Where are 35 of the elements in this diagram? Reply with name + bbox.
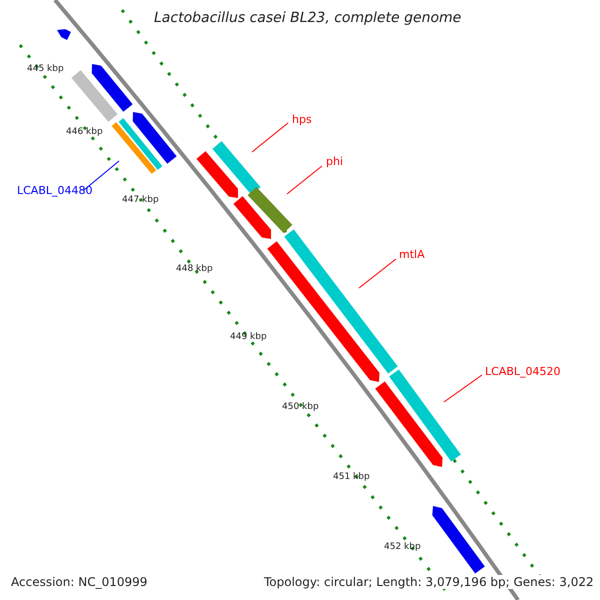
gene-bar (57, 29, 71, 40)
gene-bar (71, 70, 118, 122)
gene-bar (432, 506, 485, 574)
leader-line (444, 374, 482, 402)
gene-bar (212, 141, 261, 195)
gene-bar (132, 112, 177, 164)
leader-line (358, 258, 396, 288)
gene-bar (112, 122, 156, 174)
leader-line (84, 160, 120, 190)
gene-bar (233, 196, 272, 239)
tick-label: 446 kbp (66, 128, 103, 137)
leader-line (252, 122, 288, 152)
gene-label: LCABL_04520 (485, 366, 561, 377)
tick-label: 451 kbp (333, 473, 370, 482)
gene-label: LCABL_04480 (17, 185, 93, 196)
tick-label: 452 kbp (384, 543, 421, 552)
gene-bar (196, 151, 238, 198)
accession-text: Accession: NC_010999 (9, 575, 150, 589)
title: Lactobacillus casei BL23, complete genome (154, 11, 462, 25)
tick-label: 449 kbp (230, 333, 267, 342)
gene-bar (389, 369, 461, 462)
tick-label: 445 kbp (27, 65, 64, 74)
gene-label: mtlA (399, 249, 425, 260)
gene-bar (248, 186, 292, 234)
gene-bar (375, 381, 443, 467)
tick-label: 450 kbp (282, 403, 319, 412)
gene-bar (284, 229, 398, 374)
gene-bar (267, 241, 380, 382)
gene-bar (92, 64, 133, 112)
gene-label: hps (292, 114, 312, 125)
gene-bar (118, 118, 162, 170)
gene-label: phi (326, 156, 344, 167)
tick-label: 448 kbp (176, 265, 213, 274)
tick-label: 447 kbp (122, 196, 159, 205)
leader-line (286, 166, 322, 194)
